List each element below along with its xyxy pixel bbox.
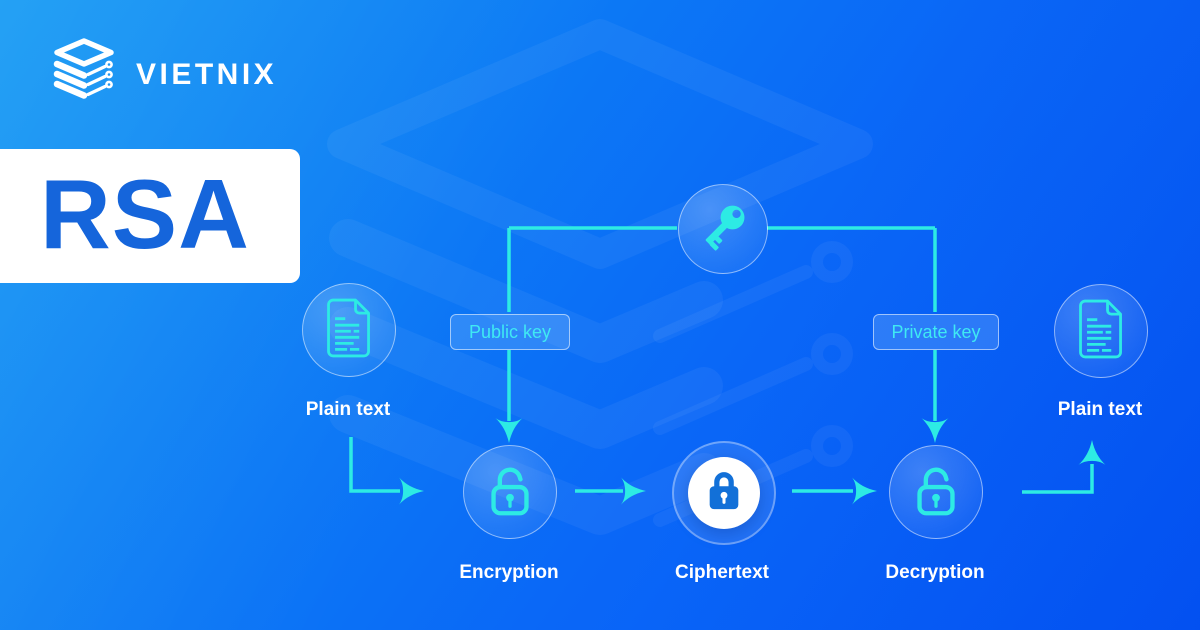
unlock-icon (479, 459, 541, 526)
ciphertext-label: Ciphertext (675, 562, 769, 583)
title-plate: RSA (0, 149, 300, 283)
plain-text-right-label: Plain text (1057, 399, 1143, 420)
arrowhead-down-public (495, 418, 523, 443)
arrowhead-right-encryption (399, 477, 424, 505)
ciphertext-inner-circle (688, 457, 760, 529)
public-key-tag-label: Public key (468, 321, 552, 342)
decryption-label: Decryption (885, 562, 985, 583)
document-icon (322, 297, 376, 364)
decryption-node (889, 445, 983, 539)
plain-text-left-label: Plain text (305, 399, 391, 420)
private-key-tag-label: Private key (891, 321, 981, 342)
line-plain-to-encryption (349, 437, 400, 493)
key-icon (694, 198, 752, 261)
private-key-tag: Private key (873, 314, 999, 350)
encryption-node (463, 445, 557, 539)
arrowhead-up-plain (1078, 440, 1106, 465)
plain-text-right-node (1054, 284, 1148, 378)
public-key-tag: Public key (450, 314, 570, 350)
plain-text-left-node (302, 283, 396, 377)
arrowhead-right-ciphertext (621, 477, 646, 505)
brand-name: VIETNIX (136, 57, 278, 91)
unlock-icon (905, 459, 967, 526)
encryption-label: Encryption (459, 562, 559, 583)
arrowhead-down-private (921, 418, 949, 443)
page-title: RSA (40, 159, 250, 269)
vietnix-stack-logo-icon (46, 36, 122, 113)
brand-logo: VIETNIX (46, 36, 277, 113)
key-node (678, 184, 768, 274)
document-icon (1074, 298, 1128, 365)
ciphertext-node (672, 441, 776, 545)
arrowhead-right-decryption (852, 477, 877, 505)
line-decryption-to-plain (1022, 464, 1094, 494)
lock-icon (703, 467, 745, 520)
